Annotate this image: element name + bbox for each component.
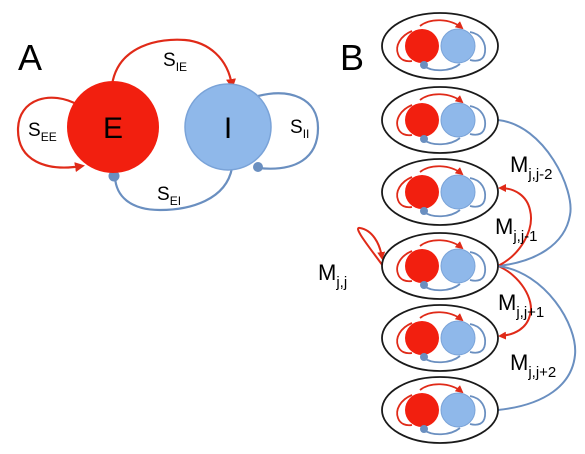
label-m-jm1: Mj,j-1: [495, 214, 538, 245]
edge-sii-terminal: [253, 162, 263, 172]
module-2: [381, 86, 499, 154]
module-3: [381, 158, 499, 226]
module-4: [381, 232, 499, 300]
conn-m-jp1: [497, 265, 532, 340]
label-m-jm2: Mj,j-2: [510, 152, 553, 183]
conn-m-jm2: [497, 119, 572, 267]
label-see: SEE: [28, 120, 57, 144]
label-sei: SEI: [157, 184, 181, 208]
node-i-label: I: [224, 112, 232, 145]
conn-m-self: [357, 227, 386, 267]
label-m-self: Mj,j: [318, 260, 347, 291]
node-i: [184, 83, 272, 171]
module-1: [381, 12, 499, 80]
panel-a-letter: A: [18, 37, 42, 78]
edge-see-loop: [16, 96, 85, 173]
label-sie: SIE: [163, 50, 187, 74]
conn-m-jp2: [497, 265, 577, 411]
panel-a: A E I SEE SIE SII SEI: [16, 37, 320, 212]
label-m-jp1: Mj,j+1: [498, 290, 544, 321]
node-e-label: E: [103, 112, 123, 145]
conn-m-jm1: [497, 184, 532, 267]
panel-b-letter: B: [340, 37, 364, 78]
edge-sie-arc: [110, 38, 236, 89]
label-m-jp2: Mj,j+2: [510, 350, 556, 381]
label-sii: SII: [290, 117, 309, 141]
panel-b: B: [318, 12, 577, 444]
module-6: [381, 376, 499, 444]
edge-sei-arc: [113, 167, 234, 212]
edge-sii-loop: [257, 92, 320, 170]
edge-sei-terminal: [108, 170, 120, 182]
module-5: [381, 304, 499, 372]
node-e: [67, 81, 159, 173]
